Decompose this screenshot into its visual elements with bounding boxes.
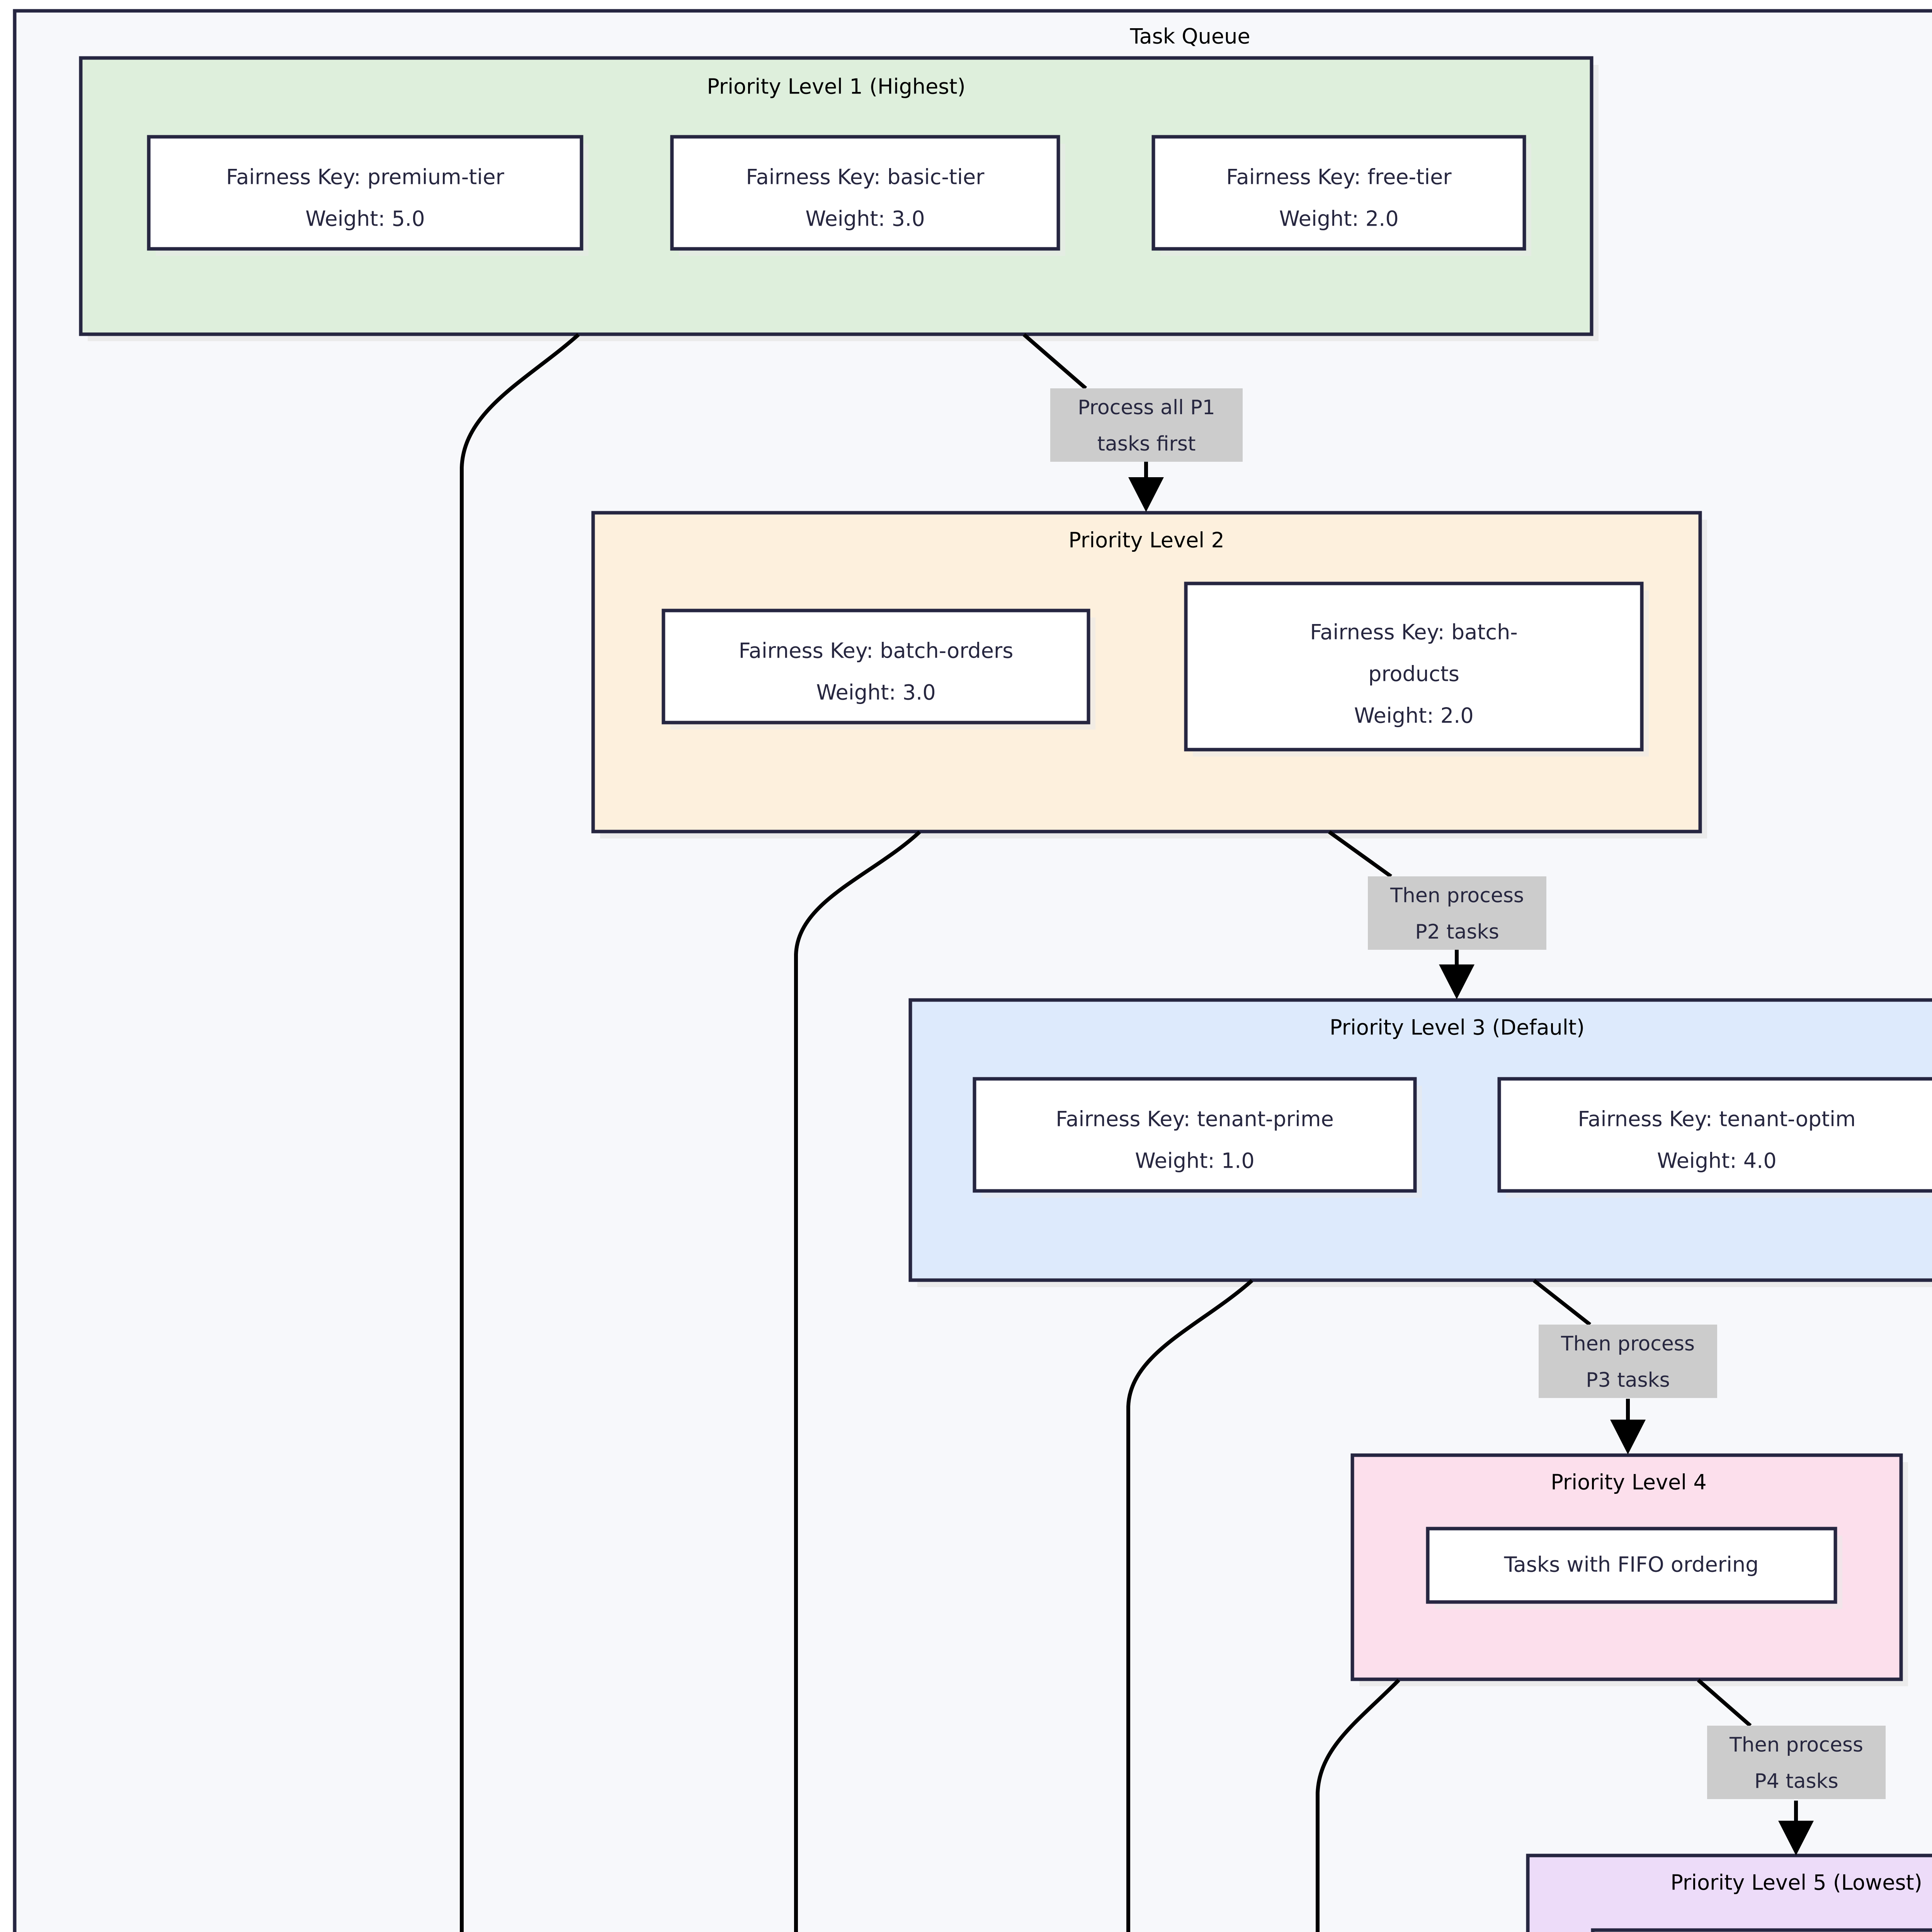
- edge-p2-to-p3: [1328, 830, 1475, 999]
- node-batch-orders-line1: Fairness Key: batch-orders: [739, 639, 1014, 663]
- node-basic-tier[interactable]: Fairness Key: basic-tier Weight: 3.0: [670, 135, 1065, 256]
- edge-p4-to-p5: [1697, 1679, 1814, 1855]
- edge-p2-to-workers: [794, 830, 921, 1932]
- priority-1-title: Priority Level 1 (Highest): [707, 75, 965, 99]
- node-free-tier-line2: Weight: 2.0: [1279, 207, 1398, 231]
- edge-label-p2-p3-line2: P2 tasks: [1415, 920, 1499, 944]
- edge-label-p1-p2-line2: tasks first: [1097, 432, 1196, 456]
- node-tenant-prime-line1: Fairness Key: tenant-prime: [1056, 1107, 1334, 1131]
- arrowhead-p3-p4: [1610, 1420, 1646, 1454]
- node-tenant-optim-line2: Weight: 4.0: [1657, 1149, 1776, 1173]
- node-batch-products-line2: products: [1368, 662, 1459, 686]
- node-batch-products[interactable]: Fairness Key: batch- products Weight: 2.…: [1184, 582, 1649, 757]
- priority-2-title: Priority Level 2: [1068, 528, 1224, 553]
- node-tenant-optim-rect[interactable]: [1497, 1077, 1932, 1193]
- edge-p3-to-workers: [1126, 1279, 1253, 1932]
- node-premium-tier-rect[interactable]: [147, 135, 583, 251]
- edge-label-p1-p2: Process all P1 tasks first: [1050, 388, 1243, 462]
- edge-label-p4-p5-bg: [1707, 1726, 1886, 1799]
- edge-label-p4-p5-line2: P4 tasks: [1754, 1770, 1838, 1793]
- task-queue-title: Task Queue: [1129, 24, 1250, 49]
- node-batch-products-line3: Weight: 2.0: [1354, 704, 1473, 728]
- cluster-priority-4: Priority Level 4 Tasks with FIFO orderin…: [1350, 1453, 1908, 1686]
- cluster-priority-1: Priority Level 1 (Highest) Fairness Key:…: [79, 56, 1599, 341]
- edge-p1-to-workers: [460, 333, 580, 1932]
- node-free-tier[interactable]: Fairness Key: free-tier Weight: 2.0: [1151, 135, 1531, 256]
- cluster-priority-5: Priority Level 5 (Lowest) Tasks with FIF…: [1526, 1854, 1932, 1932]
- node-premium-tier-line1: Fairness Key: premium-tier: [226, 165, 504, 189]
- edge-label-p1-p2-line1: Process all P1: [1078, 396, 1215, 419]
- node-basic-tier-rect[interactable]: [670, 135, 1060, 251]
- edge-p4-to-workers: [1316, 1679, 1400, 1932]
- node-tenant-prime-rect[interactable]: [973, 1077, 1417, 1193]
- edge-label-p3-p4-line1: Then process: [1561, 1332, 1695, 1355]
- edge-label-p2-p3-line1: Then process: [1390, 884, 1524, 907]
- node-tenant-optim-line1: Fairness Key: tenant-optim: [1578, 1107, 1855, 1131]
- node-fifo-p4[interactable]: Tasks with FIFO ordering: [1426, 1527, 1842, 1609]
- node-batch-products-line1: Fairness Key: batch-: [1310, 620, 1518, 645]
- node-free-tier-rect[interactable]: [1151, 135, 1526, 251]
- node-basic-tier-line2: Weight: 3.0: [805, 207, 925, 231]
- node-premium-tier-line2: Weight: 5.0: [305, 207, 425, 231]
- priority-5-rect: [1526, 1854, 1932, 1932]
- node-fifo-p4-rect[interactable]: [1426, 1527, 1837, 1604]
- arrowhead-p2-p3: [1439, 964, 1475, 999]
- node-fifo-p5[interactable]: Tasks with FIFO ordering: [1591, 1928, 1932, 1932]
- arrowhead-p4-p5: [1778, 1821, 1814, 1855]
- node-batch-products-rect[interactable]: [1184, 582, 1644, 752]
- node-batch-orders-line2: Weight: 3.0: [816, 680, 935, 705]
- node-premium-tier[interactable]: Fairness Key: premium-tier Weight: 5.0: [147, 135, 588, 256]
- edge-label-p2-p3: Then process P2 tasks: [1368, 876, 1546, 950]
- arrowhead-p1-p2: [1128, 477, 1164, 512]
- node-free-tier-line1: Fairness Key: free-tier: [1226, 165, 1452, 189]
- edge-label-p4-p5: Then process P4 tasks: [1707, 1726, 1886, 1799]
- cluster-priority-2: Priority Level 2 Fairness Key: batch-ord…: [591, 511, 1707, 838]
- node-fifo-p4-line1: Tasks with FIFO ordering: [1504, 1553, 1759, 1577]
- edge-label-p3-p4-bg: [1539, 1325, 1717, 1398]
- edge-p1-to-p2: [1022, 333, 1164, 512]
- node-tenant-prime[interactable]: Fairness Key: tenant-prime Weight: 1.0: [973, 1077, 1422, 1198]
- edge-label-p1-p2-bg: [1050, 388, 1243, 462]
- node-tenant-prime-line2: Weight: 1.0: [1135, 1149, 1254, 1173]
- cluster-priority-3: Priority Level 3 (Default) Fairness Key:…: [908, 998, 1932, 1287]
- node-batch-orders-rect[interactable]: [662, 609, 1090, 724]
- node-basic-tier-line1: Fairness Key: basic-tier: [746, 165, 985, 189]
- edge-label-p2-p3-bg: [1368, 876, 1546, 950]
- edge-label-p3-p4: Then process P3 tasks: [1539, 1325, 1717, 1398]
- edge-label-p4-p5-line1: Then process: [1729, 1733, 1863, 1757]
- edge-label-p3-p4-line2: P3 tasks: [1586, 1369, 1670, 1392]
- priority-3-title: Priority Level 3 (Default): [1330, 1015, 1585, 1040]
- node-batch-orders[interactable]: Fairness Key: batch-orders Weight: 3.0: [662, 609, 1095, 730]
- priority-5-title: Priority Level 5 (Lowest): [1670, 1871, 1922, 1895]
- priority-4-title: Priority Level 4: [1551, 1470, 1706, 1495]
- node-fifo-p5-rect[interactable]: [1591, 1928, 1932, 1932]
- node-tenant-optim[interactable]: Fairness Key: tenant-optim Weight: 4.0: [1497, 1077, 1932, 1198]
- edge-p3-to-p4: [1532, 1279, 1646, 1454]
